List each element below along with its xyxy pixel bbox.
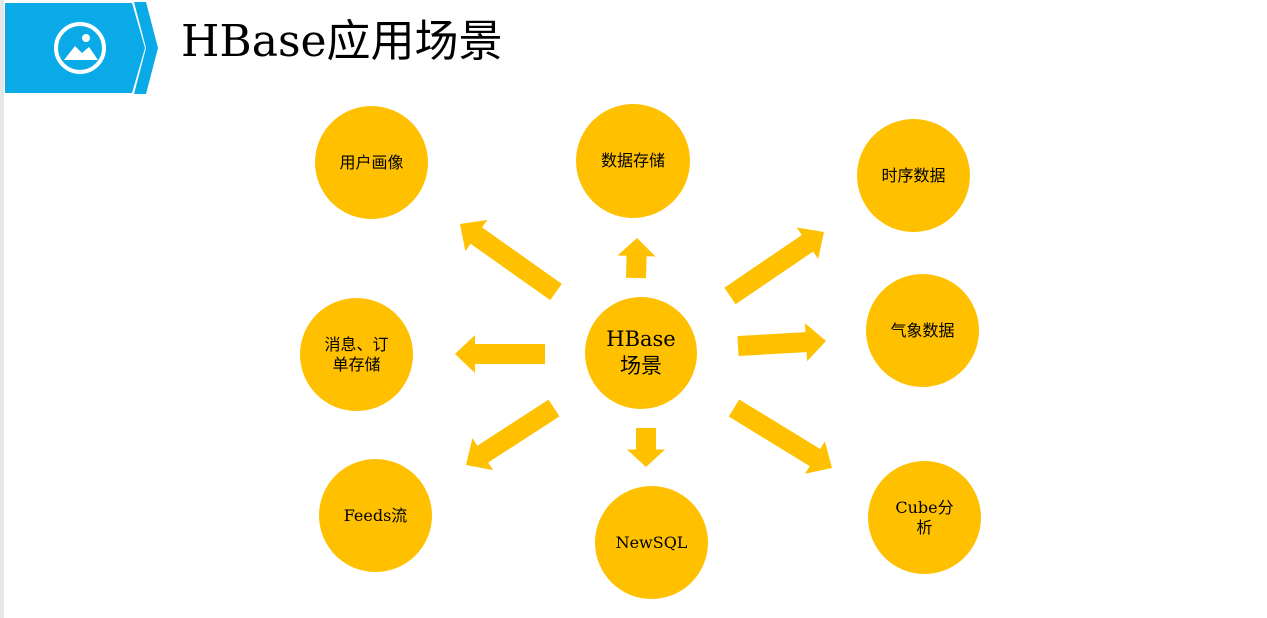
node-label-line2: 单存储 — [332, 354, 381, 374]
center-label-line1: HBase — [606, 327, 676, 351]
arrow-to-message-order — [455, 335, 545, 373]
arrow-to-feeds — [466, 399, 560, 471]
page-title: HBase应用场景 — [181, 16, 503, 67]
center-node: HBase 场景 — [585, 297, 697, 409]
left-edge-bar — [0, 0, 4, 618]
node-user-profile: 用户画像 — [315, 106, 428, 219]
node-label-line2: 析 — [916, 517, 933, 537]
arrow-to-cube — [728, 399, 833, 474]
node-weather: 气象数据 — [866, 274, 979, 387]
node-time-series: 时序数据 — [857, 119, 970, 232]
node-label: 用户画像 — [339, 152, 404, 172]
node-message-order: 消息、订 单存储 — [300, 298, 413, 411]
node-data-storage: 数据存储 — [576, 104, 690, 218]
arrow-to-user-profile — [460, 220, 562, 301]
banner-chevron-outline — [134, 2, 158, 94]
picture-icon — [54, 22, 106, 74]
node-label: 时序数据 — [881, 165, 946, 185]
title-banner — [5, 2, 158, 94]
arrow-to-newsql — [627, 428, 665, 467]
node-label: 气象数据 — [890, 320, 955, 340]
node-label-line1: 消息、订 — [324, 334, 389, 354]
arrow-to-time-series — [724, 227, 824, 305]
node-label-line1: Cube分 — [895, 497, 954, 517]
center-label-line2: 场景 — [619, 354, 662, 378]
node-label: NewSQL — [615, 532, 688, 552]
arrow-to-weather — [737, 323, 826, 362]
node-label: Feeds流 — [343, 505, 408, 525]
node-label: 数据存储 — [600, 151, 665, 170]
arrow-to-data-storage — [617, 238, 656, 279]
node-cube: Cube分 析 — [868, 461, 981, 574]
node-feeds: Feeds流 — [319, 459, 432, 572]
node-newsql: NewSQL — [595, 486, 708, 599]
